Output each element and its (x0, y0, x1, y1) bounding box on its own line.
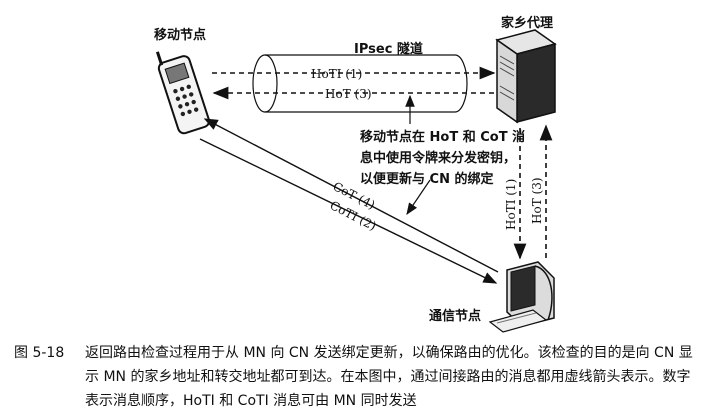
cn-label: 通信节点 (429, 309, 482, 324)
return-routability-diagram: HoTI (1) HoT (3) CoT (4) CoTI (2) HoTI (… (155, 29, 557, 333)
note-line-3: 以便更新与 CN 的绑定 (360, 172, 494, 187)
vertical-hot-label: HoT (3) (530, 177, 544, 224)
tunnel-label: IPsec 隧道 (354, 42, 423, 57)
figure-caption-text: 返回路由检查过程用于从 MN 向 CN 发送绑定更新，以确保路由的优化。该检查的… (85, 345, 693, 409)
mobile-node-label: 移动节点 (154, 28, 207, 43)
hoti-label: HoTI (1) (311, 67, 362, 81)
figure-number: 图 5-18 (14, 345, 65, 361)
callout-line-cot (406, 179, 431, 215)
correspondent-node-computer-icon (488, 261, 555, 333)
callout-note: 移动节点在 HoT 和 CoT 消 息中使用令牌来分发密钥， 以便更新与 CN … (360, 127, 525, 190)
hot-label: HoT (3) (325, 87, 372, 101)
vertical-hoti-label: HoTI (1) (504, 179, 518, 230)
ipsec-tunnel (252, 54, 468, 113)
note-line-2: 息中使用令牌来分发密钥， (360, 151, 517, 166)
mobile-phone-icon (155, 51, 211, 135)
home-agent-server-icon (495, 29, 557, 124)
home-agent-label: 家乡代理 (501, 16, 554, 31)
note-line-1: 移动节点在 HoT 和 CoT 消 (360, 130, 526, 145)
coti-arrow (199, 138, 498, 284)
cot-arrow (203, 118, 499, 273)
